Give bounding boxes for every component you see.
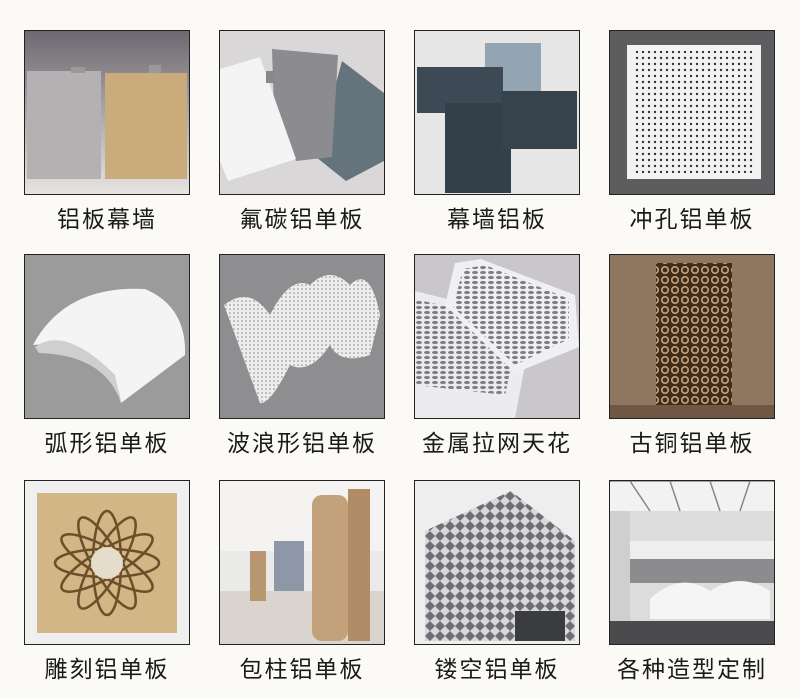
product-label: 镂空铝单板: [434, 657, 560, 683]
product-label: 雕刻铝单板: [44, 657, 170, 683]
wave-panel-icon: [219, 254, 385, 419]
column-cladding-icon: [219, 480, 385, 645]
product-label: 冲孔铝单板: [629, 207, 755, 233]
product-label: 波浪形铝单板: [227, 431, 377, 457]
product-label: 各种造型定制: [617, 657, 767, 683]
product-label: 包柱铝单板: [239, 657, 365, 683]
product-label: 幕墙铝板: [447, 207, 547, 233]
carved-flower-panel-icon: [24, 480, 190, 645]
product-label: 金属拉网天花: [422, 431, 572, 457]
aluminum-curtain-wall-panels-icon: [24, 30, 190, 195]
product-label: 弧形铝单板: [44, 431, 170, 457]
hollow-facade-building-icon: [414, 480, 580, 645]
custom-shapes-atrium-icon: [609, 480, 775, 645]
curved-panel-icon: [24, 254, 190, 419]
fluorocarbon-panels-icon: [219, 30, 385, 195]
expanded-mesh-ceiling-icon: [414, 254, 580, 419]
bronze-pattern-panel-icon: [609, 254, 775, 419]
product-label: 铝板幕墙: [57, 207, 157, 233]
curtain-wall-aluminum-plates-icon: [414, 30, 580, 195]
perforated-panel-icon: [609, 30, 775, 195]
product-label: 古铜铝单板: [629, 431, 755, 457]
product-label: 氟碳铝单板: [239, 207, 365, 233]
